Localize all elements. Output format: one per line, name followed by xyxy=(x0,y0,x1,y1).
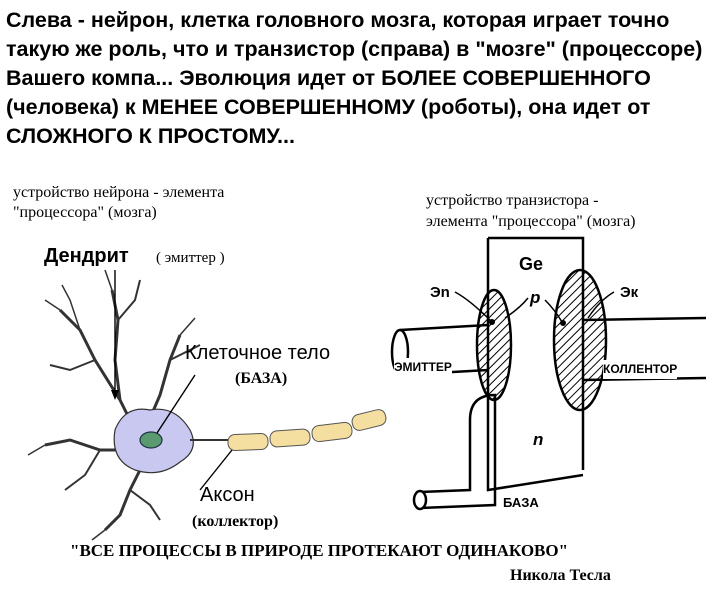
cell-body-label: Клеточное тело xyxy=(185,342,331,364)
emitter-junction xyxy=(475,288,513,402)
jk-label: Эк xyxy=(620,284,639,301)
collector-note: (коллектор) xyxy=(192,513,279,530)
emitter-pipe-label: ЭМИТТЕР xyxy=(394,358,452,377)
headline: Слева - нейрон, клетка головного мозга, … xyxy=(6,8,703,148)
transistor-caption-line2: элемента "процессора" (мозга) xyxy=(426,213,636,230)
n-label: n xyxy=(533,430,544,449)
quote: "ВСЕ ПРОЦЕССЫ В ПРИРОДЕ ПРОТЕКАЮТ ОДИНАК… xyxy=(70,541,569,560)
neuron-caption-line1: устройство нейрона - элемента xyxy=(13,184,225,201)
neuron-caption-line2: "процессора" (мозга) xyxy=(13,204,157,221)
emitter-note: ( эмиттер ) xyxy=(156,250,225,266)
collector-junction xyxy=(552,268,608,412)
base-pipe-label: БАЗА xyxy=(503,495,539,510)
ge-label: Ge xyxy=(519,254,544,274)
dendrite-label: Дендрит xyxy=(44,245,129,267)
axon-segments xyxy=(227,409,387,451)
p-label: p xyxy=(530,288,541,307)
author: Никола Тесла xyxy=(510,567,611,584)
axon-label: Аксон xyxy=(200,484,255,506)
nucleus xyxy=(139,431,163,449)
base-note: (БАЗА) xyxy=(235,370,288,387)
jn-label: Эn xyxy=(430,284,450,301)
transistor-caption-line1: устройство транзистора - xyxy=(426,192,599,209)
collector-pipe-label: КОЛЛЕНТОР xyxy=(603,360,678,379)
